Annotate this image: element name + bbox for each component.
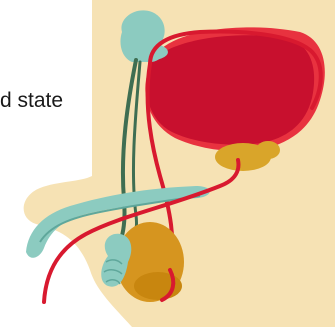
teal-bulb-cap (124, 43, 168, 61)
bladder (146, 35, 314, 144)
prostate-right-lobe (256, 141, 280, 159)
diagram-caption: d state (0, 89, 80, 113)
